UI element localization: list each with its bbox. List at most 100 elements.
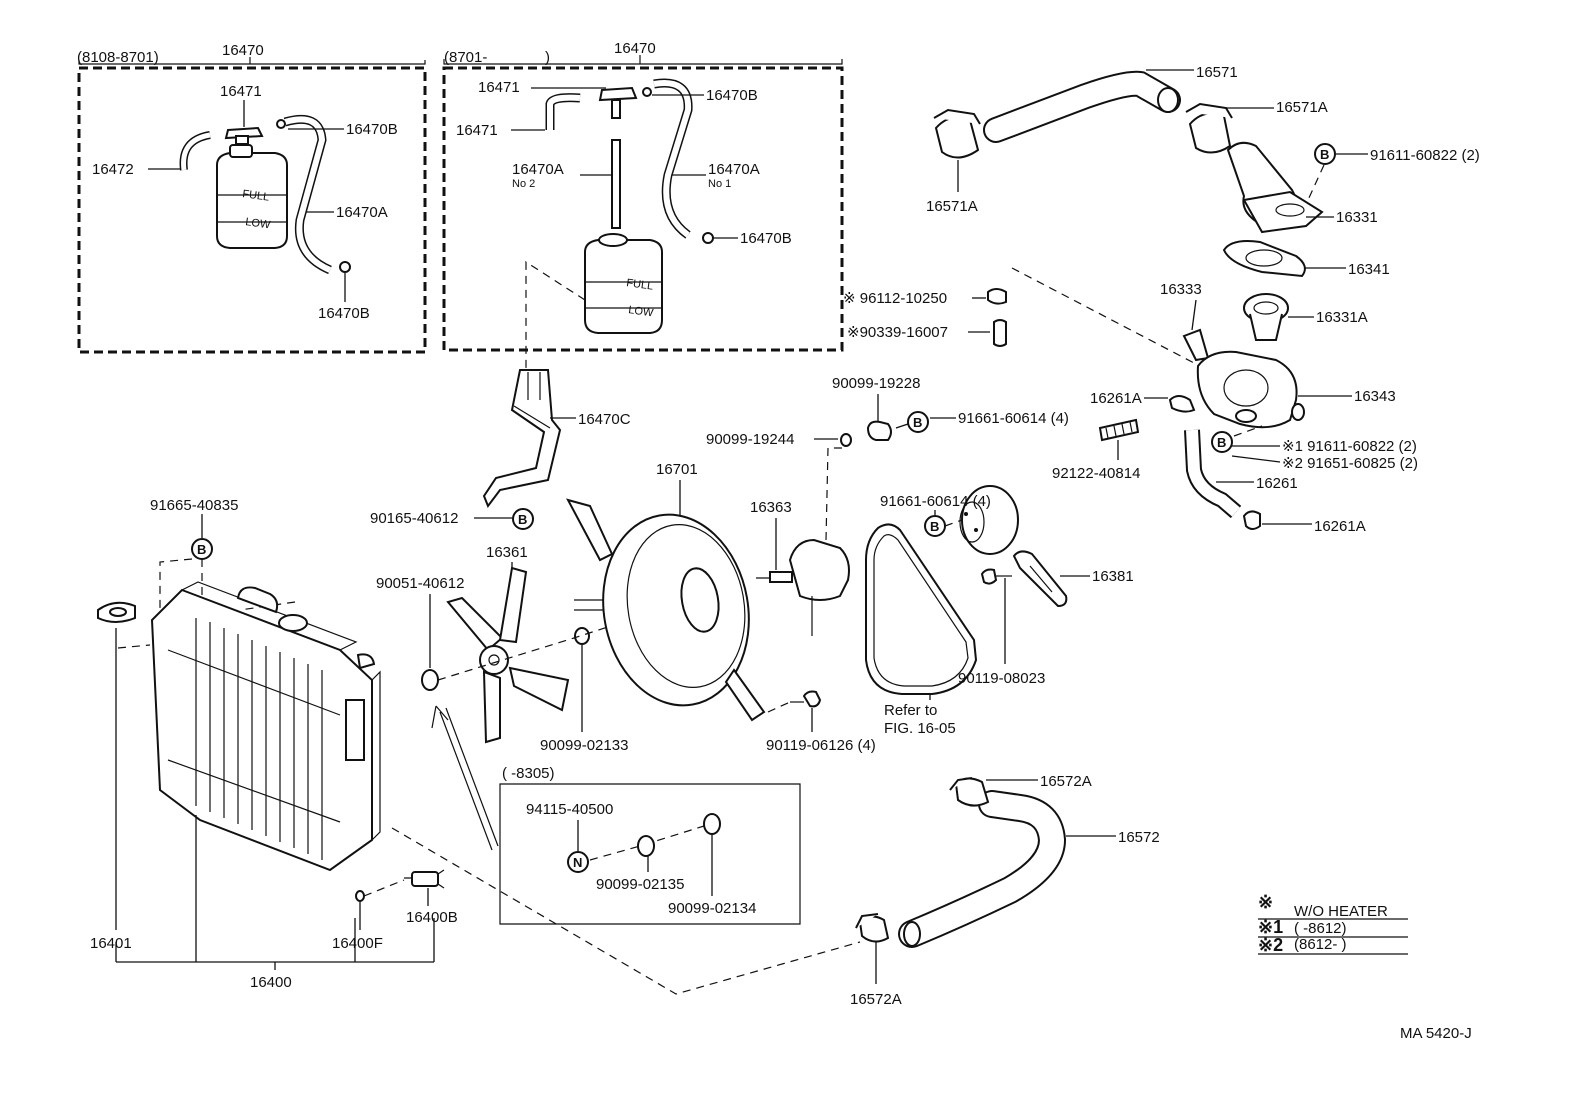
lower-hose-assembly: 16572 16572A 16572A — [391, 773, 1160, 1008]
kit-right-assy-number: 16470 — [614, 40, 656, 57]
bypass-hose-icon — [1186, 429, 1240, 517]
hose-clamp-icon — [1168, 395, 1196, 413]
kit-right-tube-sub: No 2 — [512, 178, 535, 190]
washer-icon — [637, 835, 655, 857]
radiator-assembly: 91665-40835 B 16401 16400 — [90, 497, 458, 991]
nut-marker-icon: N — [567, 851, 589, 873]
adjusting-bolt-label: 90119-08023 — [958, 670, 1045, 687]
legend-mark: ※ — [1258, 892, 1273, 912]
inset-range: ( -8305) — [502, 765, 555, 782]
washer-icon — [703, 813, 721, 835]
legend-mark-1: ※1 — [1258, 917, 1283, 937]
gasket-icon — [1222, 240, 1306, 278]
adjusting-bolt-icon — [980, 568, 1012, 585]
reservoir-tank-icon: FULL LOW — [216, 144, 288, 249]
radiator-cap-icon — [224, 126, 264, 145]
drain-cock-icon — [404, 869, 445, 889]
thermostat-icon — [1243, 293, 1289, 341]
bolt-marker-letter: B — [913, 415, 922, 430]
belt-refer-line2: FIG. 16-05 — [884, 720, 956, 737]
motor-label: 16363 — [750, 499, 792, 516]
stud-bolt-label: 92122-40814 — [1052, 465, 1140, 482]
hose-short-icon — [547, 94, 581, 130]
fan-motor-icon — [756, 538, 850, 636]
kit-right-range-close: ) — [545, 49, 550, 66]
radiator-bolt-label: 91665-40835 — [150, 497, 238, 514]
water-outlet-label: 16331 — [1336, 209, 1378, 226]
kit-left-range: (8108-8701) — [77, 49, 159, 66]
radiator-core-icon — [150, 581, 381, 872]
housing-label: 16343 — [1354, 388, 1396, 405]
inlet-pipe-label: 16333 — [1160, 281, 1202, 298]
legend-mark-text: W/O HEATER — [1294, 903, 1388, 920]
kit-right-full-mark: FULL — [626, 277, 654, 293]
radiator-assembly-label: 16400 — [250, 974, 292, 991]
lower-hose-label: 16572 — [1118, 829, 1160, 846]
short-hose-icon — [993, 319, 1007, 347]
overflow-hose-icon — [653, 80, 692, 238]
reservoir-kit-left: (8108-8701) 16470 FULL LOW 16471 16472 1… — [77, 42, 427, 354]
housing-assembly: ※ 96112-10250 ※90339-16007 16333 16343 1… — [843, 267, 1418, 535]
hose-clamp-icon — [933, 108, 981, 159]
bracket-bolt-label: 90165-40612 — [370, 510, 458, 527]
bracket-label: 16470C — [578, 411, 631, 428]
hose-clamp-icon — [642, 87, 652, 97]
kit-right-clamp-top-label: 16470B — [706, 87, 758, 104]
kit-left-hose-long-label: 16470A — [336, 204, 388, 221]
hose-end-icon — [903, 921, 921, 947]
bolt-marker-icon: B — [191, 538, 213, 560]
housing-bolt-x1-label: ※1 91611-60822 (2) — [1282, 438, 1417, 455]
stud-bolt-icon — [1098, 418, 1140, 442]
lower-radiator-hose-icon — [900, 792, 1065, 946]
radiator-cap-icon — [97, 601, 136, 623]
housing-bolt-x2-label: ※2 91651-60825 (2) — [1282, 455, 1418, 472]
kit-right-cap-label: 16471 — [478, 79, 520, 96]
fan-shroud-icon — [566, 498, 766, 722]
kit-right-frame — [442, 66, 844, 352]
kit-right-tube-label: 16470A — [512, 161, 564, 178]
kit-right-hose-sub: No 1 — [708, 178, 731, 190]
upper-hose-label: 16571 — [1196, 64, 1238, 81]
shroud-bolt-icon — [790, 690, 822, 708]
housing-bolt-note-label: ※ 96112-10250 — [843, 290, 947, 307]
pulley-bolt-label: 91661-60614 (4) — [880, 493, 991, 510]
shroud-assembly: 16701 16363 90099-19244 90099-19228 B — [566, 375, 1069, 754]
bolt-marker-letter: B — [518, 512, 527, 527]
inset-washer-a-label: 90099-02135 — [596, 876, 684, 893]
kit-left-frame — [77, 66, 427, 354]
inset-nut-label: 94115-40500 — [526, 801, 613, 818]
shroud-bolt-label: 90119-06126 (4) — [766, 737, 876, 754]
fan-washer-label: 90099-02133 — [540, 737, 628, 754]
bypass-clamp-label: 16261A — [1314, 518, 1366, 535]
bolt-marker-icon: B — [512, 508, 534, 530]
motor-spacer-label: 90099-19228 — [832, 375, 920, 392]
fan-washer-icon — [574, 627, 590, 645]
upper-radiator-hose-icon — [985, 72, 1179, 141]
motor-washer-label: 90099-19244 — [706, 431, 794, 448]
kit-right-clamp-bottom-label: 16470B — [740, 230, 792, 247]
upper-hose-assembly: 16571 16571A 16571A 16331 B 91611-60822 … — [926, 64, 1480, 341]
reservoir-kit-right: (8701- ) 16470 FULL LOW 16471 16471 1647… — [442, 40, 844, 352]
lower-hose-clamp-top-label: 16572A — [1040, 773, 1092, 790]
kit-left-clamp-bottom-label: 16470B — [318, 305, 370, 322]
thermostat-housing-icon — [1182, 328, 1305, 429]
reservoir-bracket-assembly: 16470C 90165-40612 B — [370, 260, 631, 530]
nut-marker-letter: N — [573, 855, 582, 870]
hose-clamp-icon — [987, 288, 1007, 305]
inset-washer-b-label: 90099-02134 — [668, 900, 756, 917]
outlet-bolt-label: 91611-60822 (2) — [1370, 147, 1480, 164]
water-outlet-icon — [1226, 141, 1324, 234]
kit-right-range: (8701- — [444, 49, 487, 66]
housing-clamp-top-label: 16261A — [1090, 390, 1142, 407]
diagram-code: MA 5420-J — [1400, 1025, 1472, 1042]
filler-tube-icon — [611, 139, 621, 229]
legend-mark-2: ※2 — [1258, 935, 1283, 955]
hose-clamp-icon — [702, 232, 714, 244]
hose-clamp-icon — [276, 119, 286, 129]
bolt-marker-icon: B — [924, 515, 946, 537]
hose-clamp-icon — [855, 913, 890, 943]
drain-gasket-label: 16400F — [332, 935, 383, 952]
hose-clamp-icon — [339, 261, 351, 273]
bolt-marker-letter: B — [197, 542, 206, 557]
